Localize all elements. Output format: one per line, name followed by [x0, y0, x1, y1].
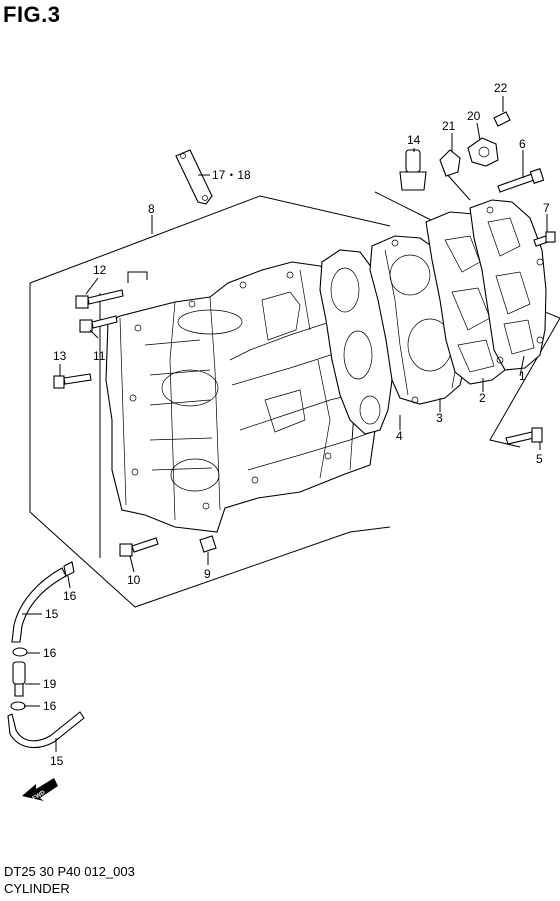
bracket-17-18: [175, 149, 213, 205]
callout-7: 7: [543, 201, 550, 215]
callout-14: 14: [407, 133, 421, 147]
callout-6: 6: [519, 137, 526, 151]
fitting-19: [12, 661, 26, 697]
thermostat-gasket: [439, 149, 461, 177]
callout-12: 12: [93, 263, 107, 277]
forward-direction-arrow: FWD: [22, 778, 58, 802]
leader-lines: [22, 96, 548, 752]
callout-labels: 1 2 3 4 5 6 7 8 9 10 11 12 13 14 15 15 1…: [43, 81, 550, 768]
figure-title: FIG.3: [3, 2, 61, 27]
bolt-6: [497, 168, 545, 193]
thermostat: [399, 149, 427, 191]
hose-15-upper: [11, 567, 67, 643]
thermostat-cover: [467, 137, 499, 167]
callout-19: 19: [43, 677, 57, 691]
clip-16-middle: [12, 647, 28, 657]
callout-17-18: 17・18: [212, 168, 251, 182]
hose-15-lower: [7, 711, 85, 749]
clip-16-upper: [63, 561, 75, 577]
callout-11: 11: [93, 349, 106, 363]
figure-name: CYLINDER: [4, 881, 70, 896]
bolt-13: [53, 373, 92, 389]
callout-8: 8: [148, 202, 155, 216]
assembly-frame: [29, 171, 560, 608]
cylinder-head-cover: [469, 199, 547, 371]
callout-21: 21: [442, 119, 456, 133]
callout-9: 9: [204, 567, 211, 581]
cylinder-head-gasket: [319, 249, 393, 435]
callout-15-lower: 15: [50, 754, 64, 768]
bolt-5: [505, 427, 543, 445]
callout-10: 10: [127, 573, 141, 587]
callout-16-middle: 16: [43, 646, 57, 660]
plug-9: [199, 535, 217, 553]
callout-13: 13: [53, 349, 67, 363]
bolt-11: [79, 315, 118, 333]
callout-20: 20: [467, 109, 481, 123]
callout-3: 3: [436, 411, 443, 425]
callout-2: 2: [479, 391, 486, 405]
callout-5: 5: [536, 452, 543, 466]
figure-code: DT25 30 P40 012_003: [4, 864, 135, 879]
callout-15-upper: 15: [45, 607, 59, 621]
callout-4: 4: [396, 429, 403, 443]
thermostat-bolt: [493, 111, 511, 127]
callout-1: 1: [519, 369, 526, 383]
clip-16-lower: [10, 701, 26, 711]
callout-16-lower: 16: [43, 699, 57, 713]
cylinder-block: [105, 261, 377, 533]
bolt-12: [75, 289, 124, 309]
callout-16-upper: 16: [63, 589, 77, 603]
callout-22: 22: [494, 81, 508, 95]
bolt-10: [119, 537, 159, 557]
bolt-7: [533, 231, 556, 247]
